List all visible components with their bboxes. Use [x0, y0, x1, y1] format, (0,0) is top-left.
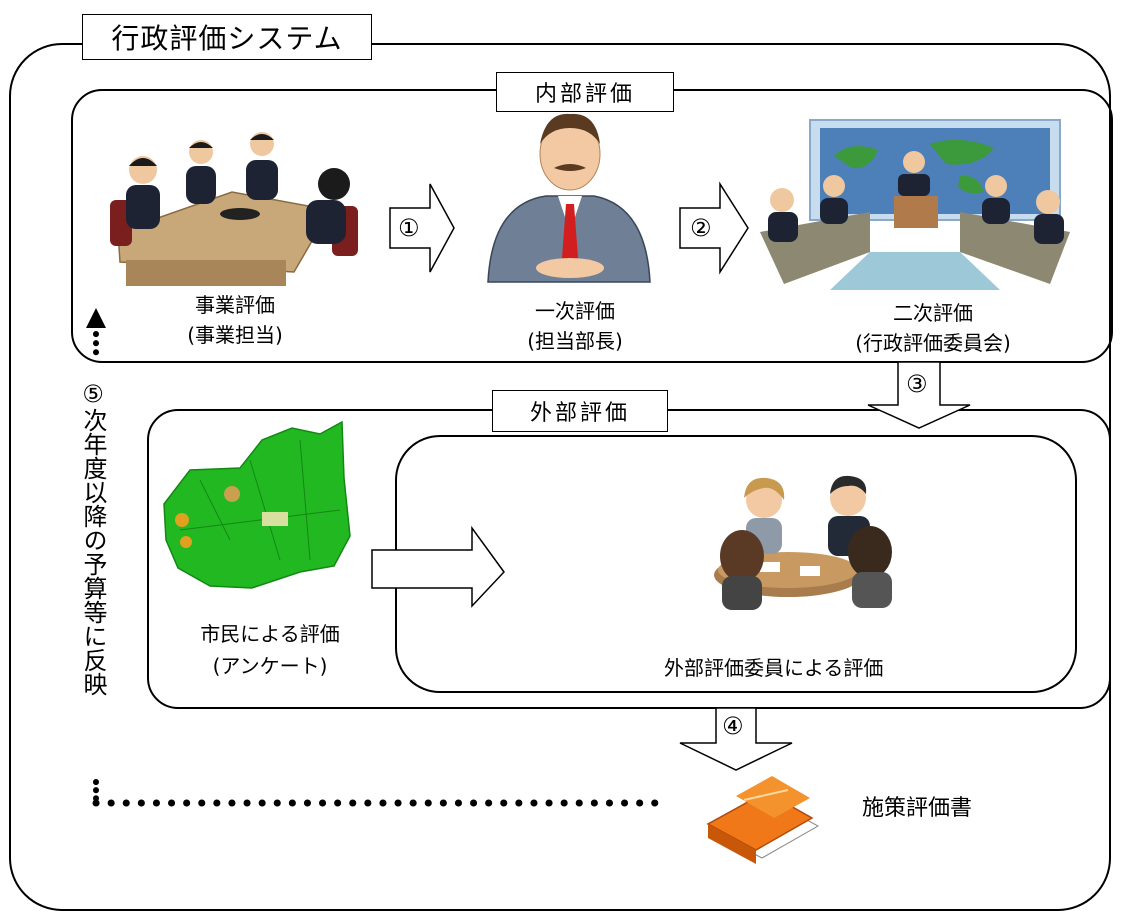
internal-title: 内部評価: [534, 82, 635, 107]
external-committee-illustration: [714, 475, 892, 610]
person-icon: [820, 175, 848, 224]
step-secondary-evaluation: 二次評価 (行政評価委員会): [818, 298, 1048, 358]
arrow-2-label: ②: [690, 214, 712, 242]
arrow-3: [867, 361, 971, 429]
person-icon: [1034, 190, 1064, 244]
feedback-number: ⑤: [79, 380, 107, 408]
committee-room-illustration: [760, 119, 1070, 290]
person-icon: [720, 530, 764, 610]
person-icon: [246, 132, 278, 200]
step-business-evaluation: 事業評価 (事業担当): [150, 290, 320, 350]
arrow-4: [679, 707, 793, 771]
person-icon: [126, 156, 160, 229]
system-title: 行政評価システム: [111, 22, 343, 55]
arrow-citizen-to-committee: [371, 525, 505, 608]
step-3-title: 二次評価: [893, 301, 973, 325]
person-icon: [768, 188, 798, 242]
step-1-sub: (事業担当): [187, 323, 283, 347]
internal-title-box: 内部評価: [496, 72, 674, 112]
step-3-sub: (行政評価委員会): [855, 331, 1011, 355]
citizen-title: 市民による評価: [200, 622, 340, 646]
arrow-4-label: ④: [722, 712, 744, 740]
arrow-3-label: ③: [906, 370, 928, 398]
person-icon: [848, 526, 892, 608]
city-map-illustration: [163, 420, 351, 589]
feedback-arrowhead: [86, 308, 106, 328]
feedback-text: 次年度以降の予算等に反映: [79, 408, 107, 696]
person-icon: [898, 151, 930, 196]
committee-evaluation-label: 外部評価委員による評価: [664, 656, 884, 680]
arrow-1: [389, 183, 455, 273]
meeting-illustration: [110, 132, 358, 286]
citizen-sub: (アンケート): [212, 654, 328, 678]
step-primary-evaluation: 一次評価 (担当部長): [500, 296, 650, 356]
citizen-evaluation: 市民による評価 (アンケート): [160, 618, 380, 682]
person-icon: [982, 175, 1010, 224]
feedback-label: ⑤次年度以降の予算等に反映: [79, 380, 107, 696]
person-icon: [186, 140, 216, 204]
external-title-box: 外部評価: [492, 390, 668, 432]
step-1-title: 事業評価: [195, 293, 275, 317]
system-title-box: 行政評価システム: [82, 14, 372, 60]
output-label: 施策評価書: [862, 796, 973, 821]
person-icon: [306, 168, 350, 244]
external-title: 外部評価: [529, 401, 630, 426]
arrow-2: [679, 181, 749, 275]
book-icon: [706, 776, 820, 864]
arrow-1-label: ①: [398, 214, 420, 242]
step-2-sub: (担当部長): [527, 329, 623, 353]
department-head-illustration: [487, 113, 651, 283]
step-2-title: 一次評価: [535, 299, 615, 323]
person-icon: [744, 477, 785, 554]
